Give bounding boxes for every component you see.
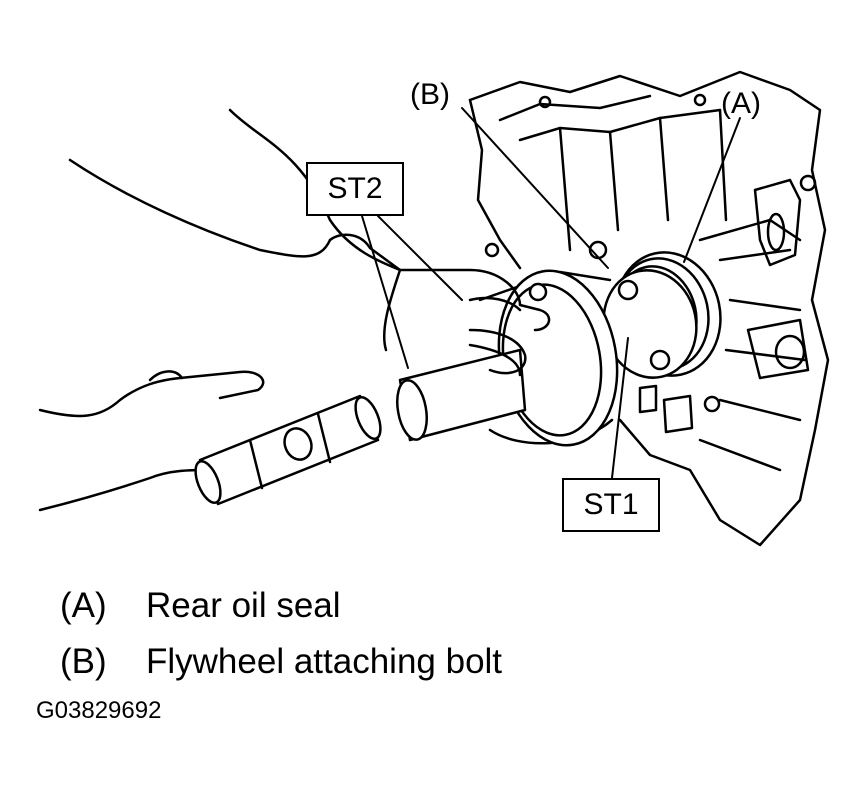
callout-b: (B) (410, 78, 450, 111)
legend: (A) Rear oil seal (B) Flywheel attaching… (60, 578, 502, 690)
callout-a: (A) (721, 87, 761, 120)
legend-item-a: (A) Rear oil seal (60, 578, 502, 634)
figure-id: G03829692 (36, 697, 162, 724)
right-hand (68, 108, 551, 377)
legend-key-a: (A) (60, 586, 107, 625)
legend-key-b: (B) (60, 642, 107, 681)
hammer (194, 394, 382, 506)
left-hand (38, 370, 265, 512)
engine-block (468, 70, 830, 547)
st2-label: ST2 (306, 162, 404, 216)
legend-item-b: (B) Flywheel attaching bolt (60, 634, 502, 690)
legend-text-a: Rear oil seal (146, 586, 341, 625)
leader-lines (361, 107, 741, 479)
st2-installer (396, 269, 619, 447)
oil-seal-installation-illustration (38, 70, 830, 547)
st1-label: ST1 (562, 478, 660, 532)
legend-text-b: Flywheel attaching bolt (146, 642, 503, 681)
